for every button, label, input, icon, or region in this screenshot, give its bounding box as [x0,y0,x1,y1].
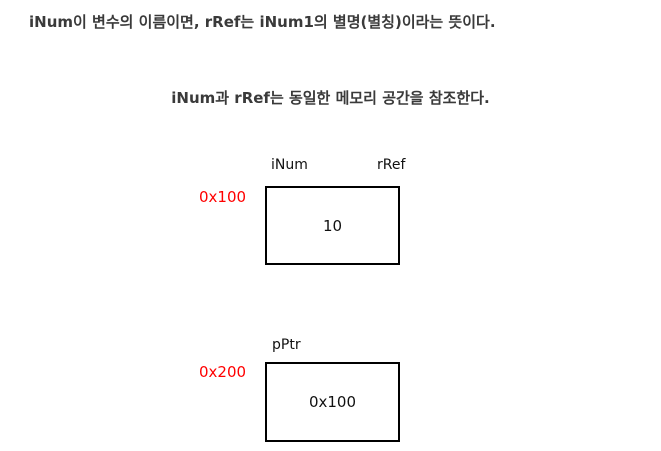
cell1-label-inum: iNum [271,157,308,173]
explanation-line-1: iNum이 변수의 이름이면, rRef는 iNum1의 별명(별칭)이라는 뜻… [29,13,496,31]
cell1-address: 0x100 [199,188,247,206]
cell1-label-rref: rRef [377,157,406,173]
memory-cell-2: 0x100 [265,362,400,442]
cell2-value: 0x100 [308,393,357,411]
cell1-value: 10 [322,216,343,235]
explanation-line-2: iNum과 rRef는 동일한 메모리 공간을 참조한다. [171,89,490,107]
cell2-label-pptr: pPtr [272,337,301,353]
cell2-address: 0x200 [199,363,247,381]
memory-cell-1: 10 [265,186,400,265]
